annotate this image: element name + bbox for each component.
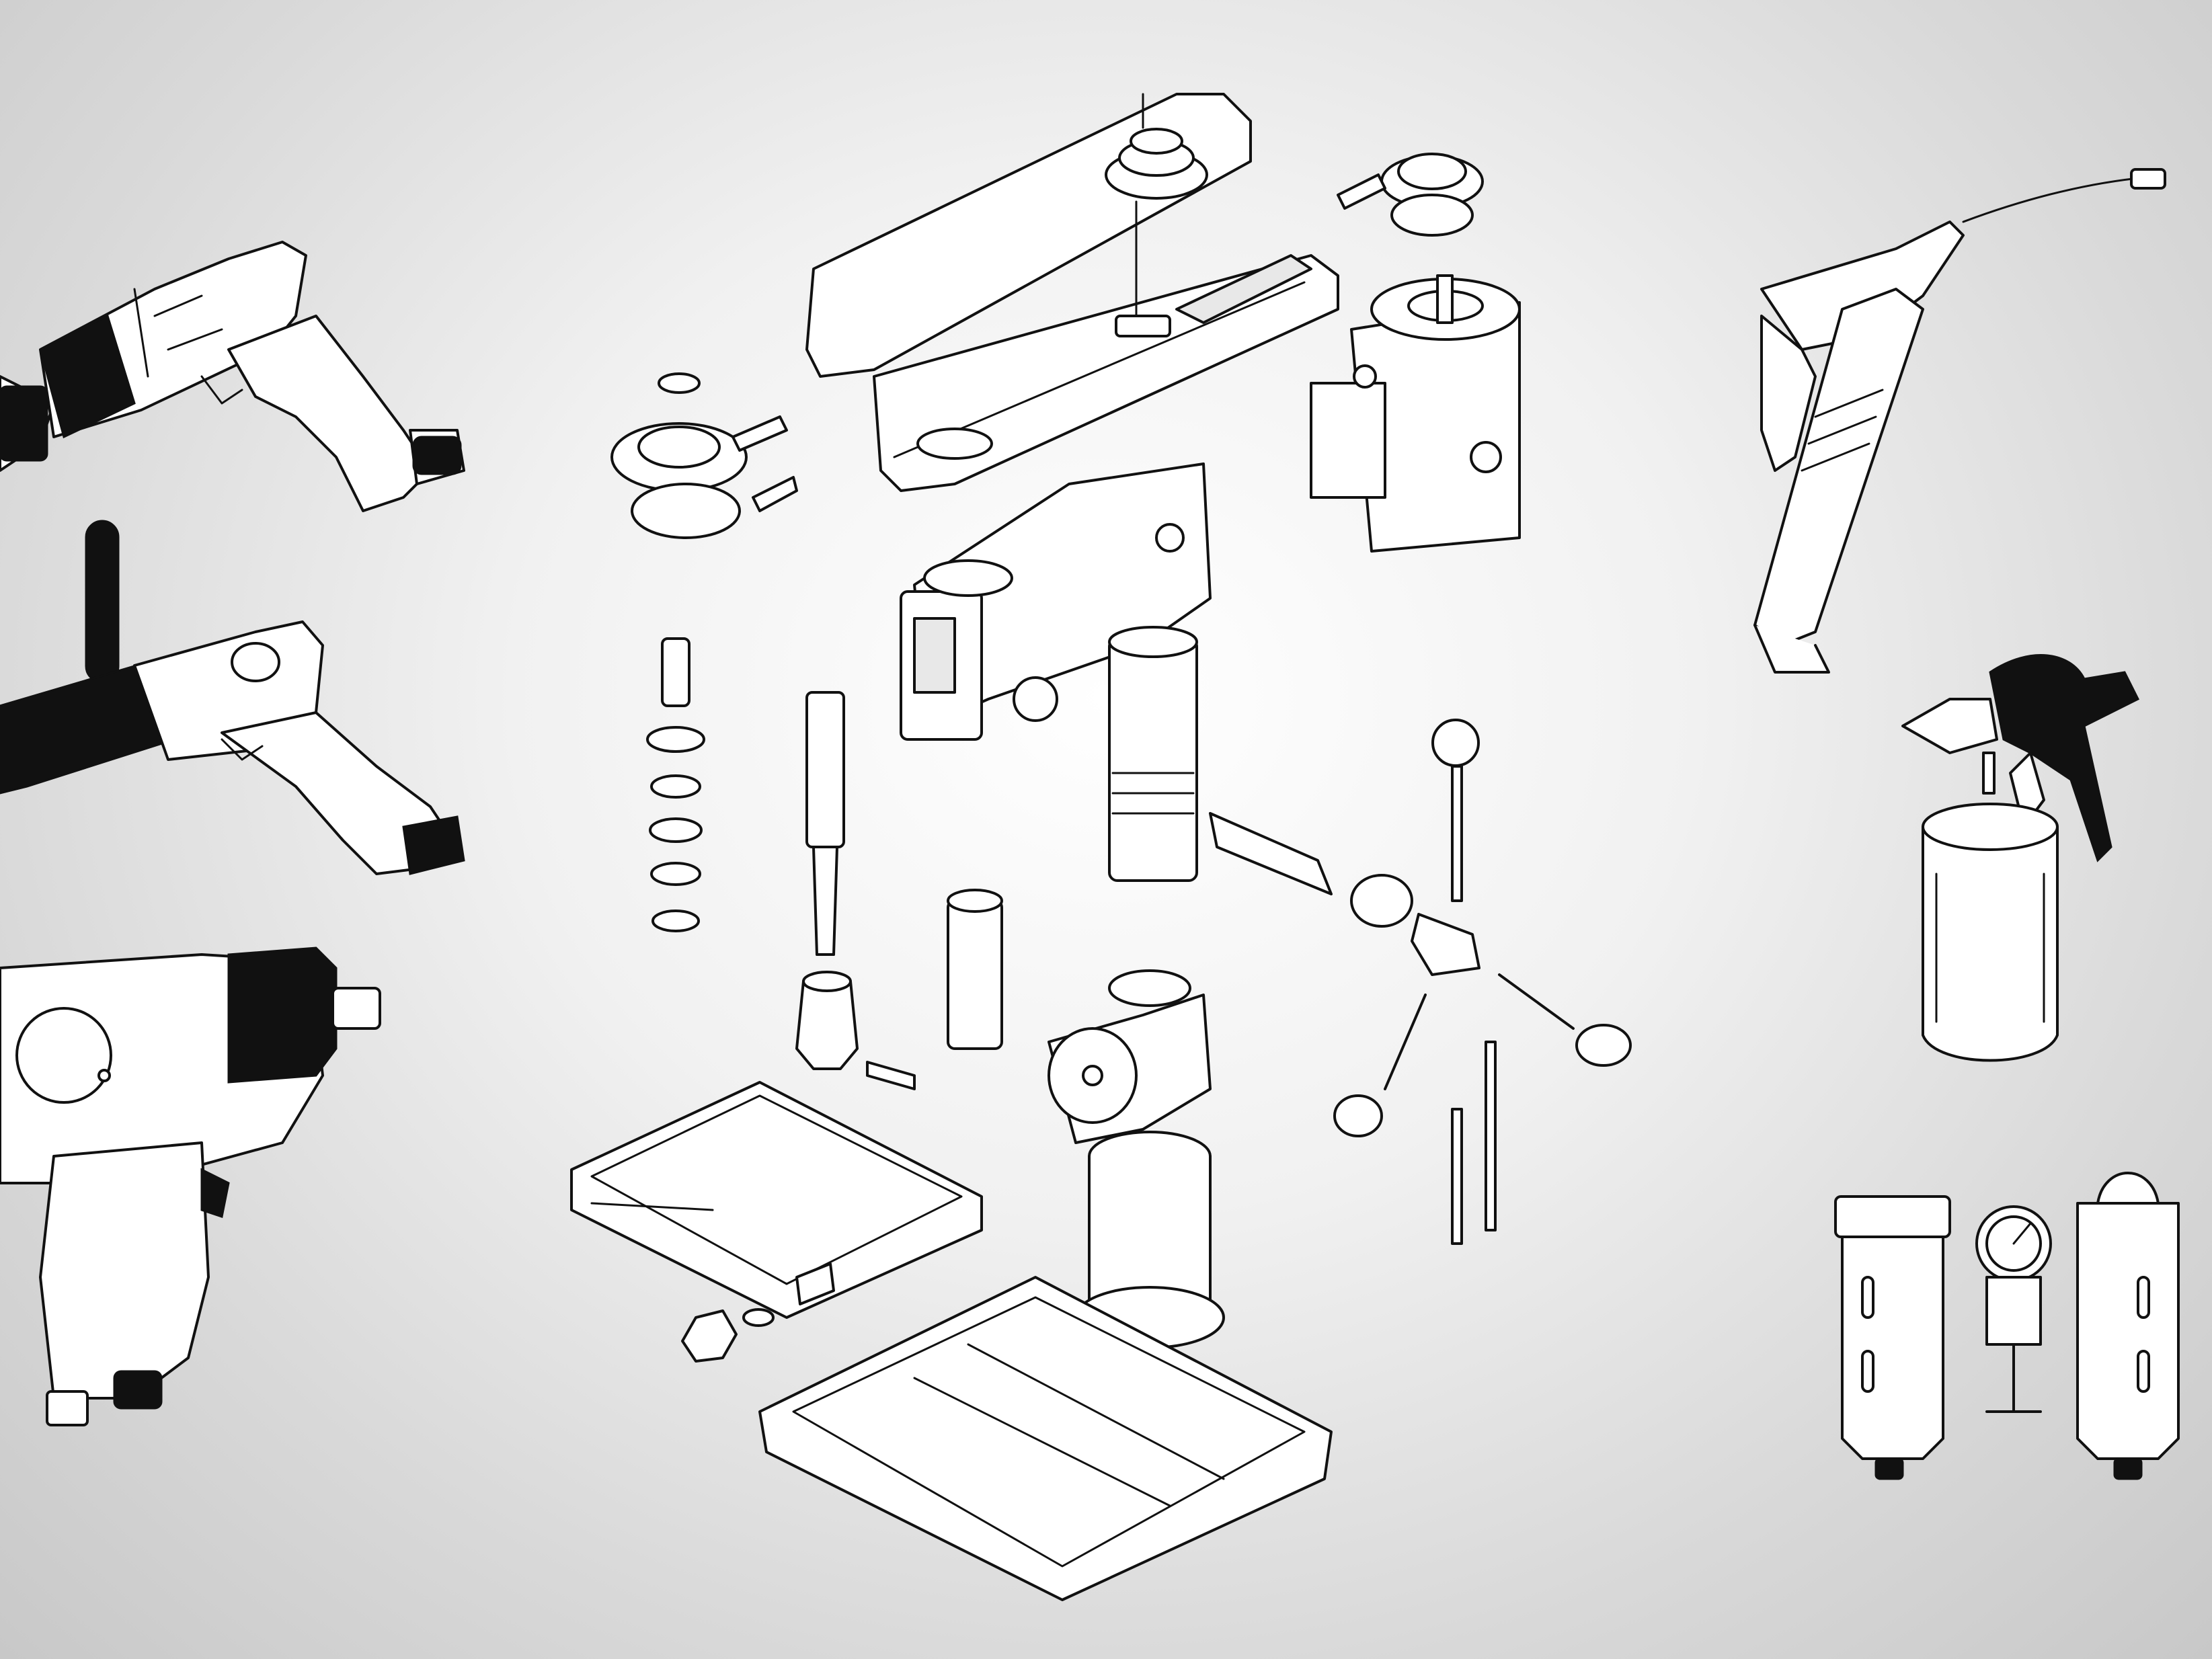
head-casting-part (900, 462, 1212, 741)
grease-gun-icon (1753, 168, 2166, 674)
depth-scale-part (1451, 1041, 1497, 1245)
work-table-part (570, 1081, 983, 1319)
column-part (1108, 626, 1198, 882)
belt-guard-part (805, 93, 1339, 492)
air-drill-icon (0, 241, 465, 512)
exploded-drill-press-icon (570, 93, 1632, 1601)
motor-pulley-part (1337, 153, 1484, 237)
spray-gun-icon (1901, 654, 2140, 1062)
quill-part (805, 691, 1003, 1050)
hex-nut-part (681, 1262, 835, 1363)
base-part (758, 1276, 1333, 1601)
pinion-shaft-part (1209, 812, 1413, 928)
feed-handle-part (1333, 719, 1632, 1137)
bearing-stack-part (646, 637, 705, 932)
column-collar-part (1074, 1131, 1225, 1349)
chuck-part (795, 971, 916, 1090)
filter-regulator-lubricator-icon (1834, 1172, 2180, 1480)
table-bracket-part (1048, 969, 1212, 1144)
left-pulley-part (610, 372, 798, 539)
spindle-pulley-part (1105, 93, 1208, 337)
air-drill-with-side-handle-icon (0, 520, 465, 875)
motor-part (1310, 274, 1521, 553)
impact-wrench-icon (0, 946, 381, 1426)
